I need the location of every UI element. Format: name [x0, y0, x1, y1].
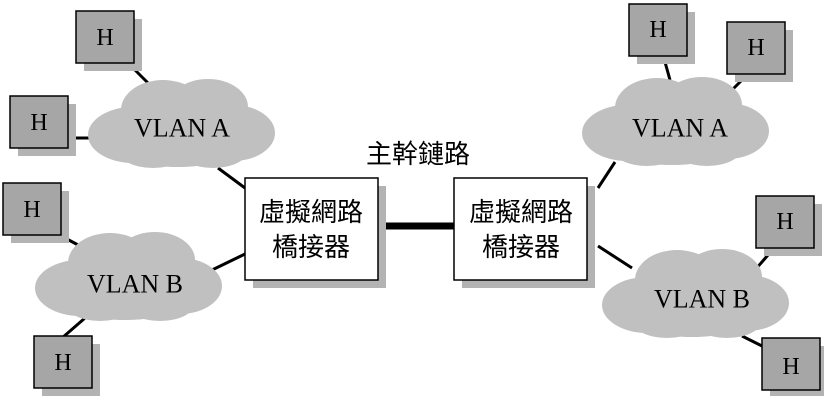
- cloud-label: VLAN B: [654, 285, 750, 314]
- host-left-b1: H: [2, 182, 69, 243]
- link-cloud-rb-bridge: [597, 244, 633, 270]
- cloud-vlan-b-left: VLAN B: [35, 232, 222, 321]
- cloud-label: VLAN B: [87, 270, 183, 299]
- trunk-label: 主幹鏈路: [366, 140, 470, 170]
- cloud-vlan-a-right: VLAN A: [582, 77, 769, 166]
- host-label: H: [747, 35, 764, 61]
- link-cloud-a-bridge: [217, 166, 246, 190]
- network-links: [61, 61, 770, 348]
- link-host-b2: [61, 316, 86, 340]
- link-host-rb2: [741, 334, 763, 348]
- host-label: H: [96, 25, 113, 51]
- host-label: H: [776, 209, 793, 235]
- host-label: H: [649, 17, 666, 43]
- bridge-label-line2: 橋接器: [482, 233, 560, 263]
- bridge-label-line1: 虛擬網路: [469, 198, 573, 228]
- host-left-b2: H: [33, 335, 100, 396]
- cloud-vlan-a-left: VLAN A: [88, 79, 275, 168]
- bridge-label-line1: 虛擬網路: [259, 198, 363, 228]
- bridge-label-line2: 橋接器: [272, 233, 350, 263]
- host-label: H: [54, 350, 71, 376]
- host-right-a2: H: [726, 21, 793, 82]
- host-left-a1: H: [75, 10, 142, 71]
- host-right-b1: H: [755, 195, 822, 256]
- host-label: H: [30, 110, 47, 136]
- host-right-b2: H: [761, 337, 824, 396]
- cloud-label: VLAN A: [134, 114, 230, 143]
- link-cloud-b-bridge: [211, 252, 246, 272]
- host-label: H: [782, 354, 799, 380]
- bridge-left: 虛擬網路 橋接器: [244, 177, 386, 288]
- bridge-right: 虛擬網路 橋接器: [453, 177, 595, 288]
- link-cloud-ra-bridge: [596, 161, 617, 189]
- host-label: H: [23, 197, 40, 223]
- host-right-a1: H: [628, 3, 695, 64]
- link-host-ra1: [663, 61, 672, 81]
- host-left-a2: H: [9, 95, 76, 156]
- cloud-vlan-b-right: VLAN B: [602, 249, 789, 338]
- cloud-label: VLAN A: [632, 114, 728, 143]
